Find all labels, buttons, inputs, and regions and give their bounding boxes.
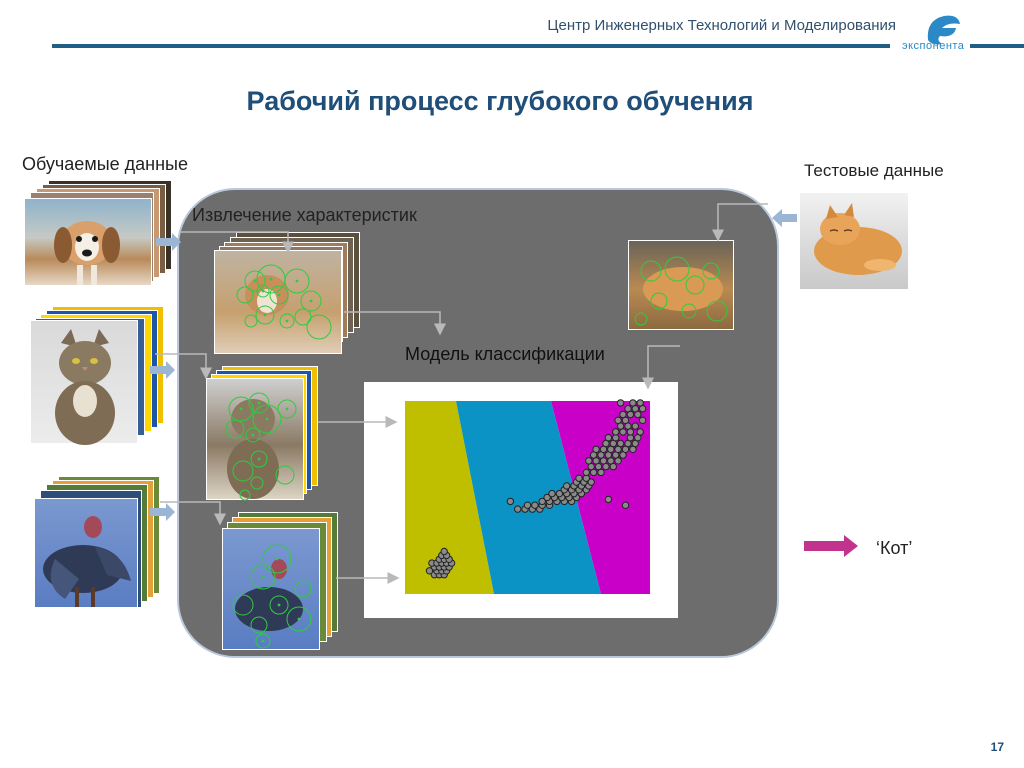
scatter-point-s1-4 (425, 567, 434, 575)
cat-features-photo (206, 378, 304, 501)
scatter-point-s3-36 (636, 428, 644, 436)
label-feature-extraction: Извлечение характеристик (192, 205, 417, 225)
scatter-point-s3-42 (638, 416, 647, 424)
scatter-point-s3-8 (585, 457, 593, 465)
turkey-icon (43, 516, 131, 607)
scatter-point-s3-52 (621, 501, 630, 509)
cat-photo (30, 320, 138, 445)
decision-region-2 (456, 401, 601, 594)
page-number: 17 (990, 740, 1004, 754)
scatter-point-s2-15 (543, 493, 551, 502)
scatter-point-s3-49 (616, 399, 625, 407)
scatter-point-s3-33 (612, 428, 620, 436)
decision-region-1 (405, 401, 494, 594)
scatter-point-s2-10 (538, 497, 546, 506)
scatter-point-s3-18 (592, 445, 600, 453)
header-rule-right (970, 44, 1024, 48)
turkey-photo (34, 498, 138, 608)
logo-text: экспонента (902, 40, 965, 52)
header-org-name: Центр Инженерных Технологий и Моделирова… (547, 17, 896, 34)
scatter-point-s1-22 (440, 547, 448, 556)
feature-stack-dogs (214, 232, 364, 356)
scatter-point-s2-21 (555, 489, 564, 498)
svg-text:x: x (951, 15, 957, 26)
dog-features-photo (214, 250, 342, 354)
turkey-features-photo (222, 528, 320, 650)
training-stack-birds (34, 476, 164, 610)
scatter-point-s3-50 (629, 399, 637, 407)
scatter-point-s2-5 (523, 501, 532, 509)
scatter-point-s3-40 (614, 416, 622, 424)
training-stack-cats (30, 306, 164, 446)
exponenta-e-icon: x (927, 15, 960, 45)
dog-photo (24, 198, 152, 286)
scatter-point-s3-29 (604, 434, 613, 442)
scatter-point-s2-20 (548, 489, 556, 498)
feature-points-icon (236, 264, 332, 340)
feature-stack-birds (222, 512, 340, 652)
scatter-point-s3-53 (604, 495, 613, 504)
training-stack-dogs (24, 178, 174, 288)
scatter-point-s3-51 (636, 399, 644, 407)
scatter-point-s3-39 (631, 422, 639, 430)
scatter-point-s2-36 (575, 474, 583, 482)
scatter-point-s3-1 (582, 468, 590, 477)
label-classification-model: Модель классификации (405, 344, 605, 364)
feature-stack-cats (206, 366, 324, 502)
scatter-point-s3-26 (616, 439, 625, 448)
result-label: ‘Кот’ (876, 538, 913, 558)
feature-points-icon (232, 544, 312, 649)
cat-icon (55, 329, 115, 445)
scatter-point-s2-29 (563, 482, 571, 490)
slide-title: Рабочий процесс глубокого обучения (246, 86, 754, 116)
test-cat-features-photo (628, 240, 734, 330)
header-rule (52, 44, 890, 48)
scatter-point-s2-1 (514, 505, 522, 513)
sleeping-cat-icon (814, 203, 902, 275)
scatter-point-s2-35 (587, 478, 595, 486)
feature-points-icon (634, 256, 728, 326)
scatter-point-s2-9 (506, 497, 515, 506)
dog-icon (54, 221, 120, 285)
input-arrows (150, 209, 797, 521)
feature-points-icon (225, 392, 297, 501)
scatter-point-s3-43 (619, 410, 627, 419)
label-test-data: Тестовые данные (804, 161, 944, 180)
scatter-point-s3-46 (624, 405, 632, 413)
label-training-data: Обучаемые данные (22, 154, 188, 174)
test-cat-photo (799, 192, 909, 290)
scatter-point-s2-6 (531, 501, 539, 509)
